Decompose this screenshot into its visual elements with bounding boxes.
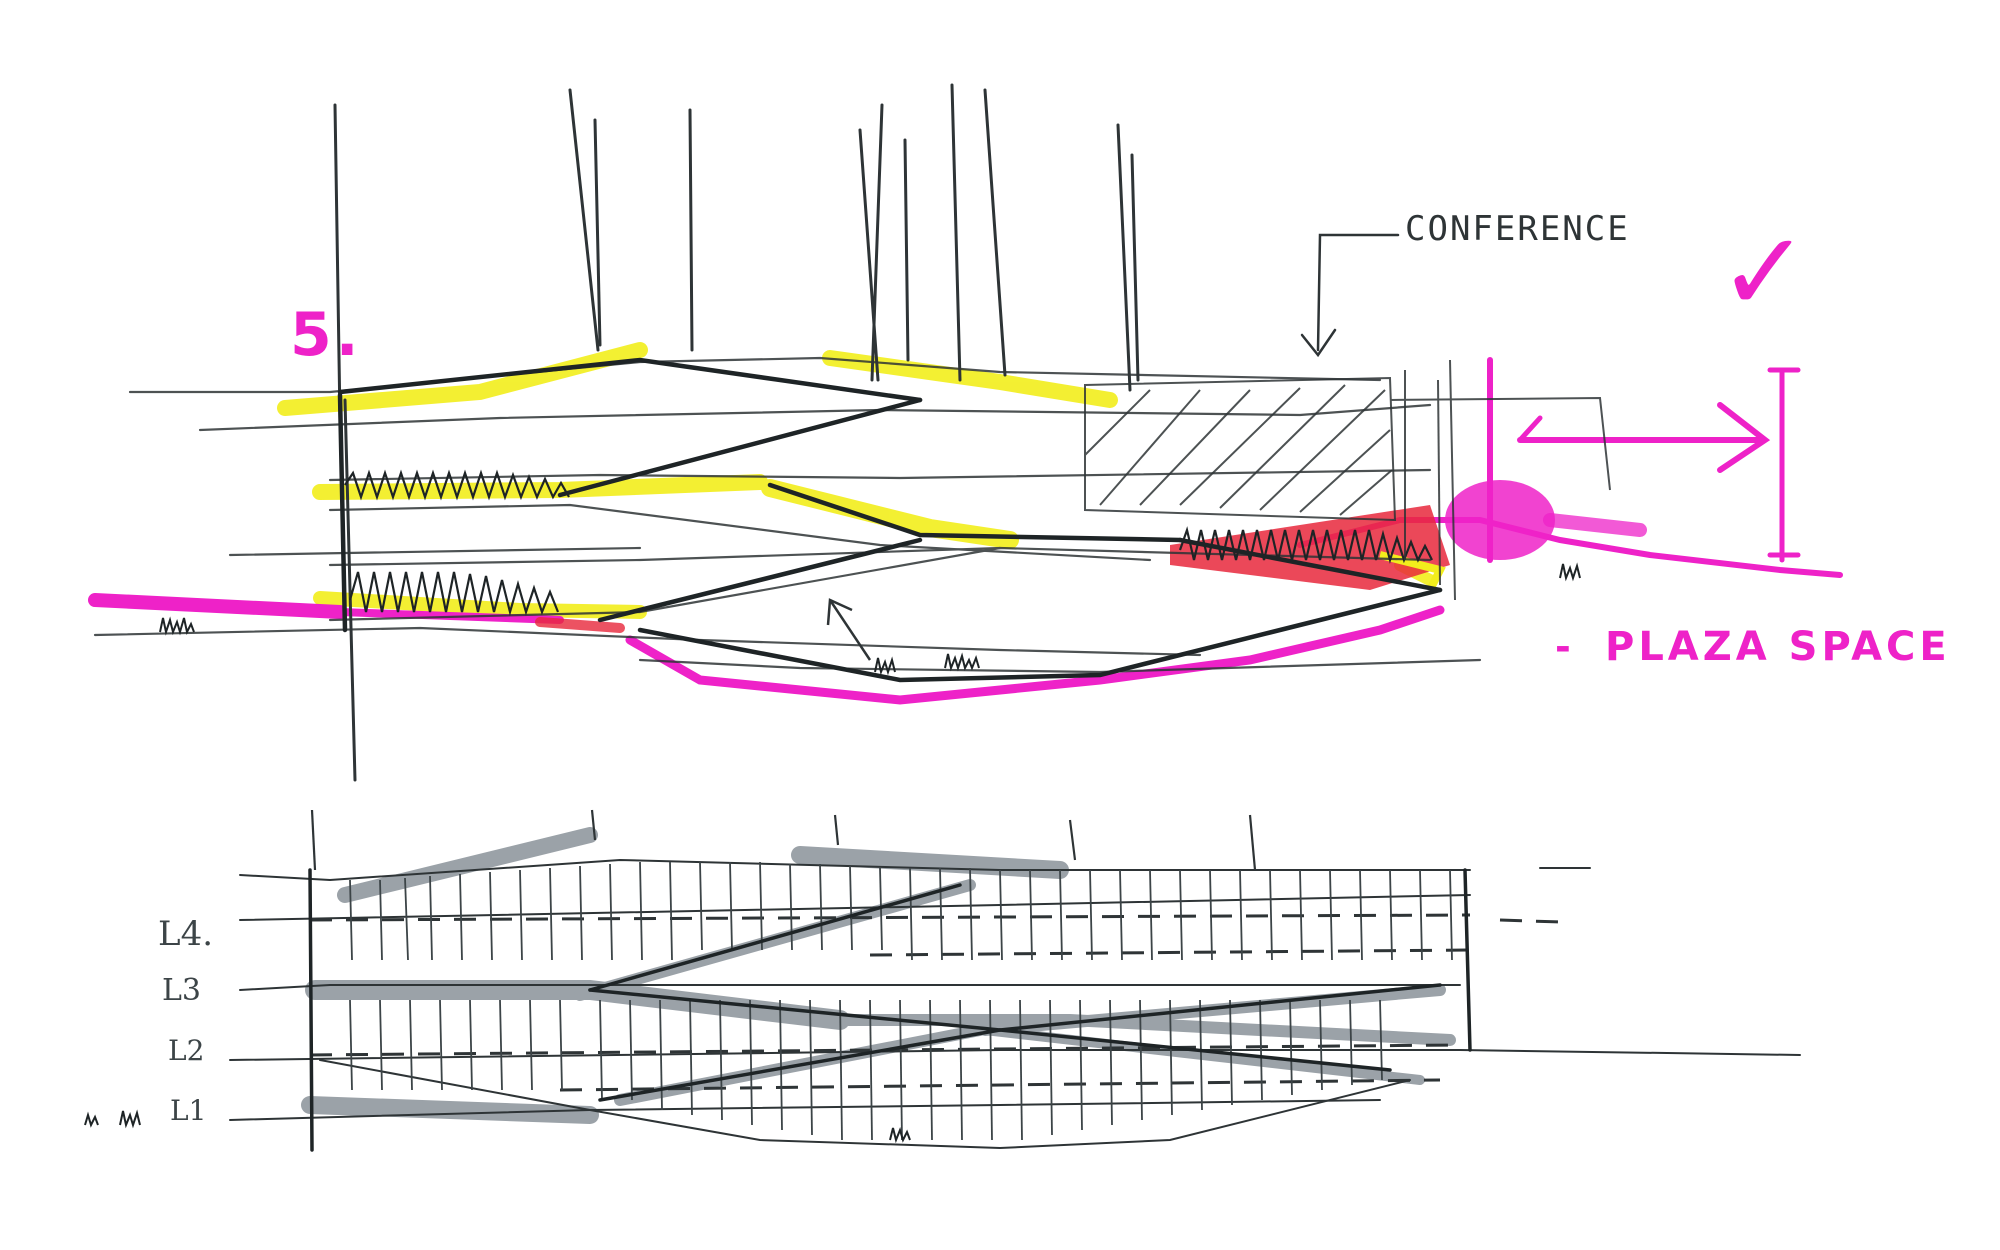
conference-leader-arrow [1300, 233, 1400, 358]
plaza-space-label: PLAZA SPACE [1605, 624, 1951, 670]
level-label-l1: L1 [170, 1094, 206, 1127]
lower-people-figures [84, 1109, 911, 1144]
level-five-marker: 5. [290, 300, 363, 370]
tower-lines [333, 83, 1140, 782]
approval-checkmark: ✓ [1718, 208, 1814, 336]
lower-section-drawing: L4. L3 L2 L1 [84, 809, 1801, 1152]
level-label-l3: L3 [162, 973, 201, 1008]
conference-volume [1084, 359, 1611, 601]
people-figures [159, 562, 1581, 676]
plaza-dash: - [1555, 625, 1575, 669]
ramp-strokes [337, 357, 1443, 683]
scribble-hatching [344, 469, 1433, 617]
lower-ramp-lines [308, 868, 1472, 1152]
vertical-fins [349, 861, 1453, 1141]
dashed-slab-lines [309, 913, 1561, 1092]
lower-tower-ticks [310, 809, 1257, 871]
pink-highlights [88, 357, 1843, 705]
conference-label: CONFERENCE [1405, 209, 1630, 249]
level-label-l4: L4. [158, 914, 213, 954]
level-label-l2: L2 [168, 1034, 204, 1067]
upper-section-drawing: 5. ✓ - PLAZA SPACE CONFERENCE [88, 83, 1951, 782]
circulation-arrow [826, 598, 872, 661]
